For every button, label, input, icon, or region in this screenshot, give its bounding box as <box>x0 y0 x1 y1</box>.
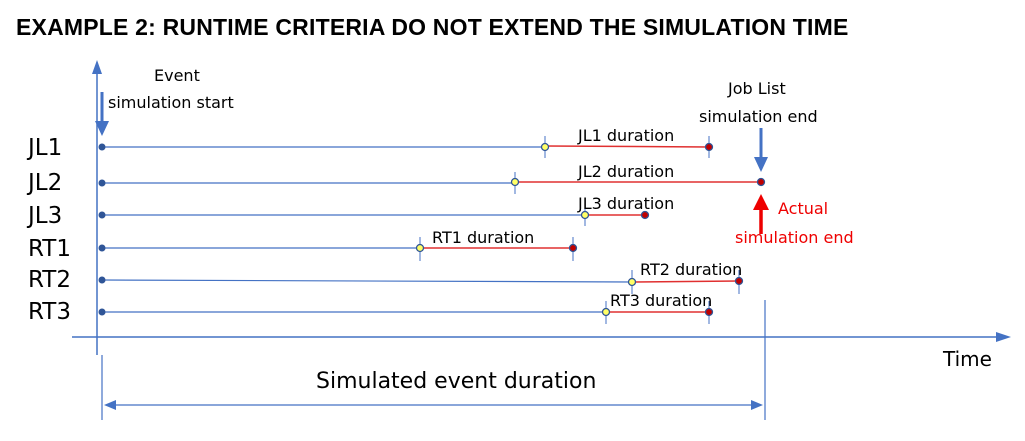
row-label: RT3 <box>28 299 71 325</box>
actual-end-label-line2: simulation end <box>735 228 854 247</box>
duration-bar <box>631 280 740 283</box>
event-start-label-line1: Event <box>154 66 200 85</box>
event-start-arrowhead <box>95 121 109 136</box>
end-dot <box>734 276 744 286</box>
row-baseline <box>101 279 633 283</box>
duration-span-left-arrowhead <box>104 400 116 410</box>
row-label: JL2 <box>26 170 62 196</box>
row-label: JL3 <box>26 203 62 229</box>
duration-label: RT1 duration <box>432 228 534 247</box>
end-dot <box>568 243 578 253</box>
diagram-title: EXAMPLE 2: RUNTIME CRITERIA DO NOT EXTEN… <box>16 14 849 40</box>
duration-label: RT2 duration <box>640 260 742 279</box>
joblist-end-arrowhead <box>754 157 768 172</box>
origin-dot <box>98 211 106 219</box>
actual-end-marker: Actual simulation end <box>735 194 854 247</box>
origin-dot <box>98 143 106 151</box>
origin-dot <box>98 179 106 187</box>
joblist-end-marker: Job List simulation end <box>699 79 818 420</box>
y-axis-arrowhead <box>92 60 102 74</box>
duration-label: RT3 duration <box>610 291 712 310</box>
origin-dot <box>98 308 106 316</box>
end-dot <box>704 142 714 152</box>
origin-dot <box>98 276 106 284</box>
start-dot <box>580 210 590 220</box>
axes: Time <box>72 60 1011 371</box>
origin-dot <box>98 244 106 252</box>
duration-label: JL1 duration <box>577 126 674 145</box>
row-label: JL1 <box>26 135 62 161</box>
simulated-duration-label: Simulated event duration <box>316 369 596 394</box>
simulated-duration: Simulated event duration <box>101 355 763 420</box>
duration-label: JL3 duration <box>577 194 674 213</box>
time-axis-label: Time <box>942 347 992 371</box>
actual-end-arrowhead <box>753 194 769 210</box>
start-dot <box>415 243 425 253</box>
end-dot <box>756 177 766 187</box>
row-jl3: JL3 JL3 duration <box>26 194 674 229</box>
row-label: RT1 <box>28 236 71 262</box>
event-start-marker: Event simulation start <box>95 66 234 136</box>
joblist-end-label-line2: simulation end <box>699 107 818 126</box>
row-jl1: JL1 JL1 duration <box>26 126 714 161</box>
row-rt2: RT2 RT2 duration <box>28 260 744 294</box>
duration-span-right-arrowhead <box>751 400 763 410</box>
actual-end-label-line1: Actual <box>778 199 828 218</box>
row-rt3: RT3 RT3 duration <box>28 291 714 325</box>
event-start-label-line2: simulation start <box>108 93 234 112</box>
x-axis-arrowhead <box>996 332 1011 342</box>
start-dot <box>627 277 637 287</box>
start-dot <box>601 307 611 317</box>
start-dot <box>540 142 550 152</box>
start-dot <box>510 177 520 187</box>
end-dot <box>704 307 714 317</box>
duration-label: JL2 duration <box>577 162 674 181</box>
row-rt1: RT1 RT1 duration <box>28 228 578 262</box>
row-label: RT2 <box>28 267 71 293</box>
row-jl2: JL2 JL2 duration <box>26 162 766 196</box>
duration-bar <box>544 145 710 148</box>
end-dot <box>640 210 650 220</box>
joblist-end-label-line1: Job List <box>727 79 786 98</box>
